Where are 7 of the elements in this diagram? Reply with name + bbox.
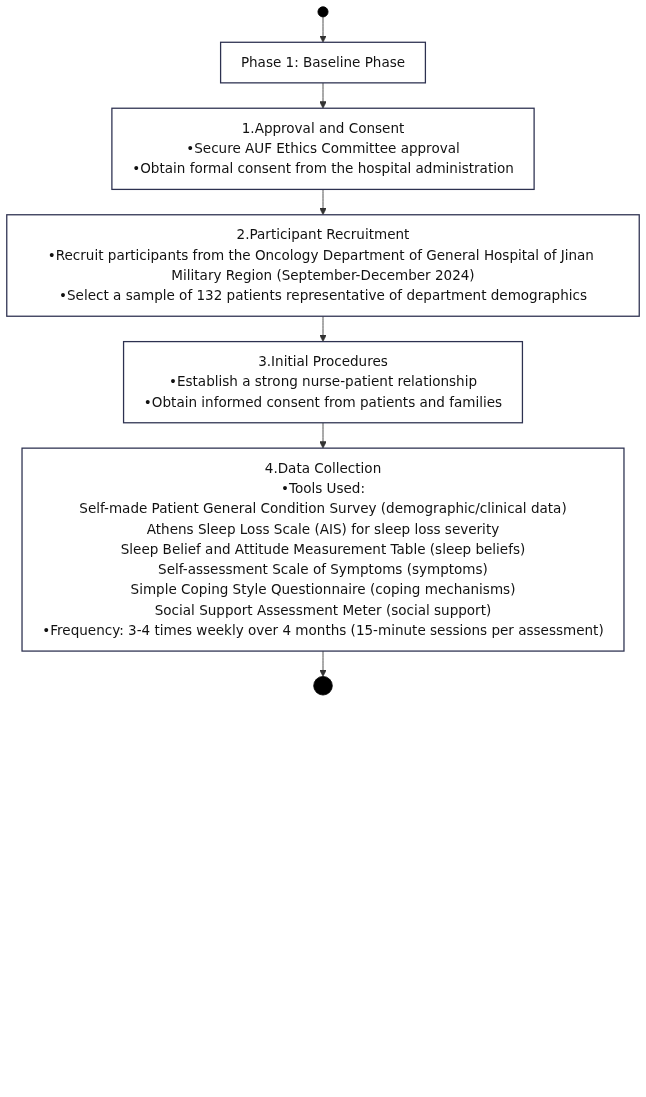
node-box: 2.Participant Recruitment •Recruit participants from the Oncology Department of General Hospital of Jinan Military Region (September-December 2024) •Select a sample of 132 patients representative of department demographics xyxy=(6,214,640,317)
node-box: 3.Initial Procedures •Establish a strong nurse-patient relationship •Obtain informed consent from patients and families xyxy=(122,340,524,424)
node-circle xyxy=(317,6,329,18)
node-box: Phase 1: Baseline Phase xyxy=(219,41,427,84)
node-box: 4.Data Collection •Tools Used: Self-made Patient General Condition Survey (demographic/clinical data) Athens Sleep Loss Scale (AIS) for sleep loss severity Sleep Belief and Attitude Measurement Table (sleep beliefs) Self-assessment Scale of Symptoms (symptoms) Simple Coping Style Questionnaire (coping mechanisms) Social Support Assessment Meter (social support) •Frequency: 3-4 times weekly over 4 months (15-minute sessions per assessment) xyxy=(21,447,625,652)
node-box: 1.Approval and Consent •Secure AUF Ethics Committee approval •Obtain formal consent from the hospital administration xyxy=(111,107,535,191)
node-circle xyxy=(313,676,333,696)
